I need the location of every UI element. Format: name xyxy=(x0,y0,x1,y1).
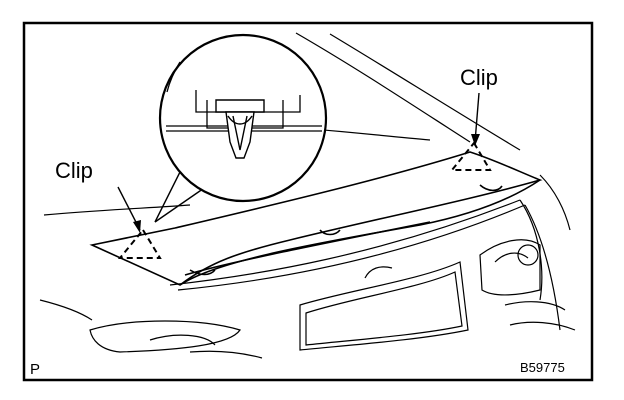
clip-label-left: Clip xyxy=(55,158,93,183)
figure-code: B59775 xyxy=(520,360,565,375)
border xyxy=(22,21,594,382)
rear-spoiler xyxy=(89,151,543,286)
car-body-lines xyxy=(39,32,576,359)
magnified-clip-detail xyxy=(158,33,328,203)
leader-arrows xyxy=(117,92,480,233)
clip-part xyxy=(215,99,265,159)
clip-marker-left xyxy=(117,228,162,259)
clip-label-right: Clip xyxy=(460,65,498,90)
clip-marker-right xyxy=(449,141,492,171)
corner-mark: P xyxy=(30,361,40,378)
